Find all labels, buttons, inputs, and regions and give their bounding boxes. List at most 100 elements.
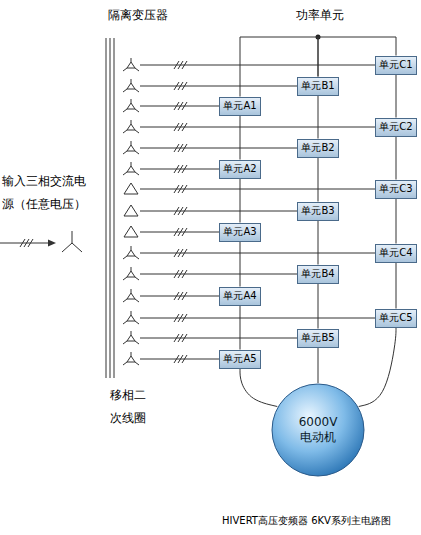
ext-delta-symbol: [123, 267, 139, 280]
unit-label: 单元C3: [379, 182, 412, 196]
core-line: [110, 38, 111, 378]
unit-label: 单元B4: [301, 267, 334, 281]
ext-delta-symbol: [127, 293, 135, 299]
secondary-winding: [123, 141, 302, 154]
delta-symbol: [124, 205, 138, 216]
series-wire: [396, 199, 397, 244]
secondary-winding: [123, 120, 380, 133]
column-heading: 功率单元: [296, 4, 344, 27]
ext-delta-symbol: [123, 352, 139, 365]
series-wire: [318, 284, 319, 329]
secondary-winding: [123, 246, 380, 259]
ext-delta-symbol: [127, 250, 135, 256]
series-wire: [318, 348, 319, 384]
arrow-head: [48, 240, 56, 247]
unit-label: 单元A5: [223, 352, 256, 366]
feed-line: [140, 296, 224, 297]
star-symbol: [62, 243, 72, 252]
power-unit-box: 单元B3: [297, 202, 339, 221]
motor-circle: 6000V 电动机: [271, 383, 365, 477]
power-unit-box: 单元A3: [219, 223, 261, 242]
delta-symbol: [124, 183, 138, 194]
secondary-feeds: [123, 58, 380, 365]
phase-slash: [182, 228, 187, 236]
ext-delta-symbol: [123, 311, 139, 324]
secondary-winding: [123, 352, 224, 365]
phase-slash: [182, 292, 187, 300]
unit-label: 单元C4: [379, 246, 412, 260]
ext-delta-symbol: [123, 58, 139, 71]
motor-label: 6000V 电动机: [291, 415, 345, 446]
feed-line: [140, 274, 302, 275]
core-line: [114, 38, 115, 378]
ext-delta-symbol: [127, 124, 135, 130]
secondary-winding: [124, 226, 224, 237]
transformer-primary: [106, 38, 114, 378]
ext-delta-symbol: [123, 162, 139, 175]
phase-slash: [182, 144, 187, 152]
power-unit-box: 单元B2: [297, 139, 339, 158]
series-wire: [396, 75, 397, 118]
ext-delta-symbol: [127, 356, 135, 362]
secondary-winding: [124, 205, 302, 216]
secondary-winding: [123, 58, 380, 71]
feed-line: [140, 359, 224, 360]
power-unit-box: 单元C1: [375, 56, 417, 75]
series-wire: [240, 242, 241, 287]
series-wire: [240, 369, 277, 407]
ext-delta-symbol: [127, 335, 135, 341]
power-unit-box: 单元A4: [219, 287, 261, 306]
feed-line: [140, 211, 302, 212]
phase-slash: [182, 82, 187, 90]
series-wire: [318, 96, 319, 139]
input-line: [0, 243, 50, 244]
phase-slash: [182, 355, 187, 363]
power-unit-box: 单元A1: [219, 97, 261, 116]
motor-outline: [272, 384, 364, 476]
phase-slash: [182, 314, 187, 322]
phase-slash: [182, 102, 187, 110]
figure-caption: HIVERT高压变频器 6KV系列主电路图: [222, 514, 391, 528]
secondary-winding: [123, 267, 302, 280]
star-symbol: [72, 231, 73, 243]
unit-label: 单元B2: [301, 141, 334, 155]
secondary-winding: [123, 289, 224, 302]
unit-label: 单元C2: [379, 120, 412, 134]
unit-label: 单元C1: [379, 58, 412, 72]
phase-slash: [182, 270, 187, 278]
series-wire: [240, 179, 241, 223]
series-wire: [359, 328, 396, 407]
feed-line: [140, 148, 302, 149]
feed-line: [140, 106, 224, 107]
ext-delta-symbol: [127, 271, 135, 277]
ext-delta-symbol: [123, 120, 139, 133]
ext-delta-symbol: [123, 331, 139, 344]
power-unit-box: 单元C4: [375, 244, 417, 263]
column-heading: 隔离变压器: [108, 4, 168, 27]
unit-label: 单元B3: [301, 204, 334, 218]
power-unit-box: 单元A5: [219, 350, 261, 369]
feed-line: [140, 86, 302, 87]
phase-slash: [182, 334, 187, 342]
ext-delta-symbol: [123, 289, 139, 302]
secondary-winding: [123, 162, 224, 175]
ext-delta-symbol: [123, 99, 139, 112]
unit-label: 单元B1: [301, 79, 334, 93]
phase-slash: [182, 61, 187, 69]
ext-delta-symbol: [127, 166, 135, 172]
ext-delta-symbol: [127, 83, 135, 89]
phase-slash: [182, 165, 187, 173]
annotation: 输入三相交流电 源（任意电压）: [2, 170, 92, 216]
ext-delta-symbol: [123, 141, 139, 154]
feed-line: [140, 338, 302, 339]
star-symbol: [72, 243, 82, 252]
secondary-winding: [123, 331, 302, 344]
phase-slash: [182, 207, 187, 215]
power-unit-box: 单元B4: [297, 265, 339, 284]
series-wire: [240, 306, 241, 350]
secondary-winding: [123, 99, 224, 112]
ext-delta-symbol: [123, 79, 139, 92]
